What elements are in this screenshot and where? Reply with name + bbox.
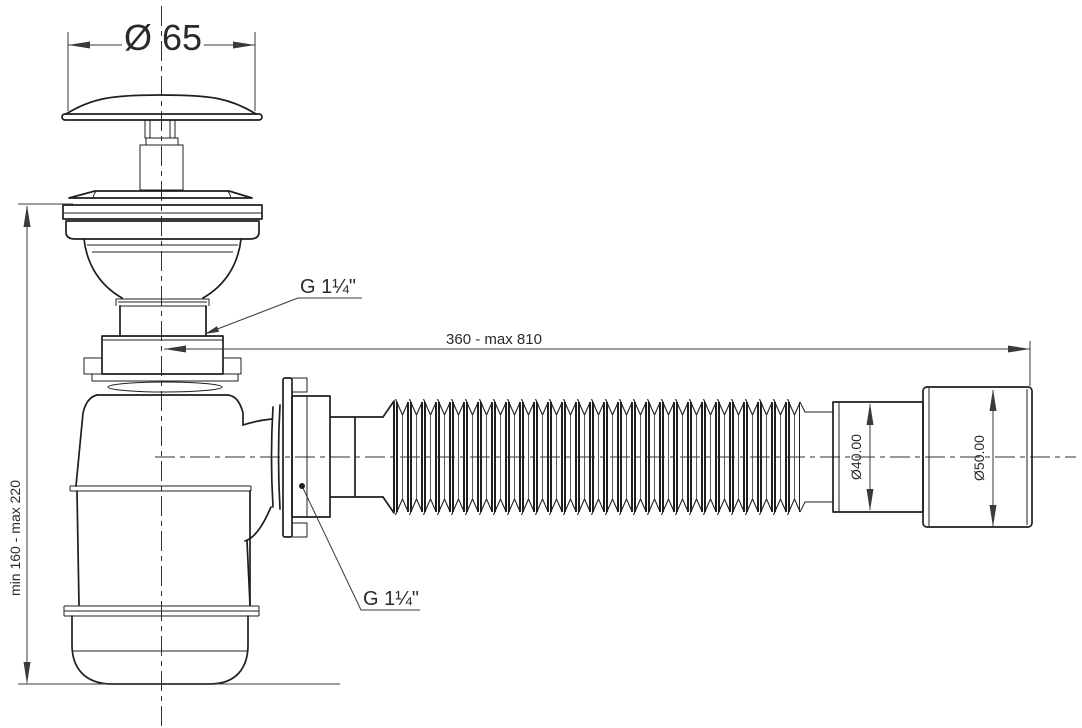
leader-line (301, 485, 420, 611)
label-thread-side: G 1¼" (299, 483, 420, 611)
sink-strainer (62, 190, 263, 337)
dim-diameter-50-text: Ø50.00 (971, 435, 987, 481)
strainer-band-upper (62, 204, 263, 220)
strainer-locknut (83, 335, 242, 393)
flexible-corrugated-hose (393, 399, 833, 515)
arrowhead-left (164, 345, 186, 353)
trap-bottom-flange (63, 605, 260, 617)
end-sleeve-50mm (922, 386, 1033, 528)
cap-upper-body (139, 144, 184, 191)
label-thread-top: G 1¼" (205, 276, 362, 334)
arrowhead-left (68, 41, 90, 49)
arrowhead-bottom (866, 489, 874, 511)
arrowhead-right (1008, 345, 1030, 353)
outlet-pipe (329, 400, 395, 514)
outlet-lip (270, 404, 281, 510)
strainer-band-lower (65, 220, 260, 240)
trap-cup (71, 615, 249, 685)
leader-arrowhead (205, 326, 220, 334)
coupling-tab-top (291, 377, 308, 393)
coupling-body (291, 395, 331, 518)
corrugations (393, 399, 800, 515)
trap-seam (69, 485, 252, 492)
centerlines (155, 6, 1076, 726)
locknut-right-wing (222, 357, 242, 375)
dim-diameter-50: Ø50.00 (971, 389, 997, 527)
label-thread-side-text: G 1¼" (363, 588, 419, 610)
arrowhead-bottom (989, 505, 997, 527)
washer-plate (91, 373, 239, 382)
arrowhead-top (989, 389, 997, 411)
strainer-neck (119, 305, 207, 337)
extension-lines (18, 203, 340, 685)
strainer-flange-disc (68, 190, 253, 199)
dim-height: min 160 - max 220 (7, 203, 340, 685)
arrowhead-top (23, 205, 31, 227)
label-thread-top-text: G 1¼" (300, 276, 356, 298)
arrowhead-top (866, 403, 874, 425)
dim-cap-diameter-text: Ø 65 (124, 17, 202, 58)
arrowhead-right (233, 41, 255, 49)
strainer-bottom-rings (115, 298, 210, 307)
leader-line (206, 297, 362, 334)
leader-dot (299, 483, 305, 489)
cap-dome (65, 94, 257, 115)
coupling-tab-bottom (291, 522, 308, 538)
hose-flare (382, 400, 395, 514)
locknut-body (101, 335, 224, 375)
strainer-bowl (83, 238, 242, 299)
dim-length-text: 360 - max 810 (446, 331, 542, 348)
dim-diameter-40: Ø40.00 (848, 403, 874, 511)
arrowhead-bottom (23, 662, 31, 684)
hose-end-transition (799, 401, 833, 513)
locknut-left-wing (83, 357, 103, 375)
drain-plug-cap (61, 94, 263, 191)
dim-length: 360 - max 810 (164, 331, 1031, 386)
dim-height-text: min 160 - max 220 (7, 480, 23, 596)
sleeve-50-body (922, 386, 1033, 528)
trap-body (63, 394, 281, 685)
dim-diameter-40-text: Ø40.00 (848, 434, 864, 480)
outlet-coupling-nut (282, 377, 331, 538)
gasket-ring (107, 381, 223, 393)
trap-outlet-arm (242, 418, 273, 542)
dim-cap-diameter: Ø 65 (67, 17, 256, 111)
